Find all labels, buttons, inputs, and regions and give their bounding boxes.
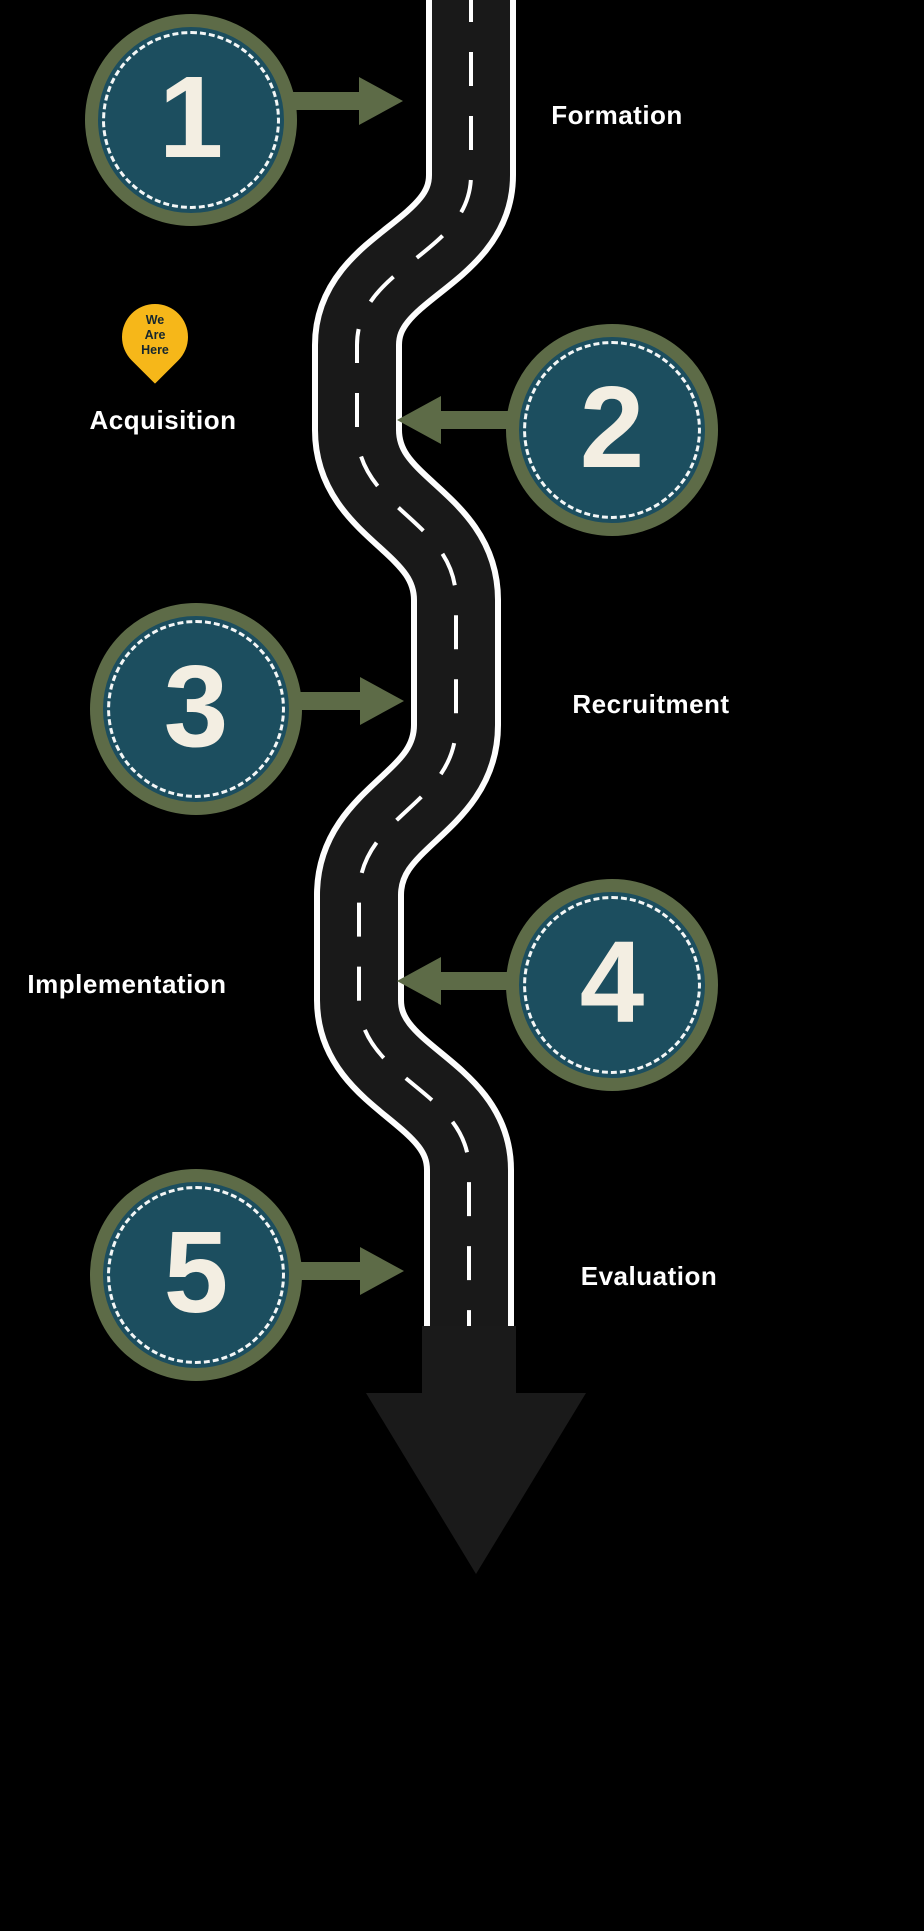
arrow-down-icon xyxy=(366,1326,586,1574)
step-circle-4: 4 xyxy=(506,879,718,1091)
arrow-right-icon xyxy=(291,77,403,125)
we-are-here-text: We Are Here xyxy=(122,304,188,370)
step-number: 2 xyxy=(579,362,645,492)
pin-line: We xyxy=(145,312,165,327)
arrow-shape xyxy=(291,77,403,125)
step-number: 3 xyxy=(163,641,229,771)
step-number: 1 xyxy=(158,52,224,182)
step-number: 5 xyxy=(163,1207,229,1337)
pin-line: Here xyxy=(141,342,169,357)
step-circle-5: 5 xyxy=(90,1169,302,1381)
circle-dashed-ring xyxy=(102,31,280,209)
circle-dashed-ring xyxy=(523,896,701,1074)
step-circle-2: 2 xyxy=(506,324,718,536)
step-label: Recruitment xyxy=(572,689,730,719)
step-circle-3: 3 xyxy=(90,603,302,815)
arrow-shape xyxy=(292,677,404,725)
arrow-left-icon xyxy=(397,396,509,444)
arrow-shape xyxy=(397,396,509,444)
circle-dashed-ring xyxy=(523,341,701,519)
step-label: Formation xyxy=(551,100,683,130)
step-label: Acquisition xyxy=(89,405,237,435)
step-label: Implementation xyxy=(27,969,227,999)
step-circle-1: 1 xyxy=(85,14,297,226)
circle-dashed-ring xyxy=(107,1186,285,1364)
step-number: 4 xyxy=(579,917,645,1047)
arrow-left-icon xyxy=(397,957,509,1005)
arrow-shape xyxy=(292,1247,404,1295)
arrow-shape xyxy=(397,957,509,1005)
circle-dashed-ring xyxy=(107,620,285,798)
pin-line: Are xyxy=(144,327,166,342)
step-label: Evaluation xyxy=(580,1261,718,1291)
arrow-right-icon xyxy=(292,1247,404,1295)
map-pin-icon: We Are Here xyxy=(108,290,202,384)
arrow-right-icon xyxy=(292,677,404,725)
